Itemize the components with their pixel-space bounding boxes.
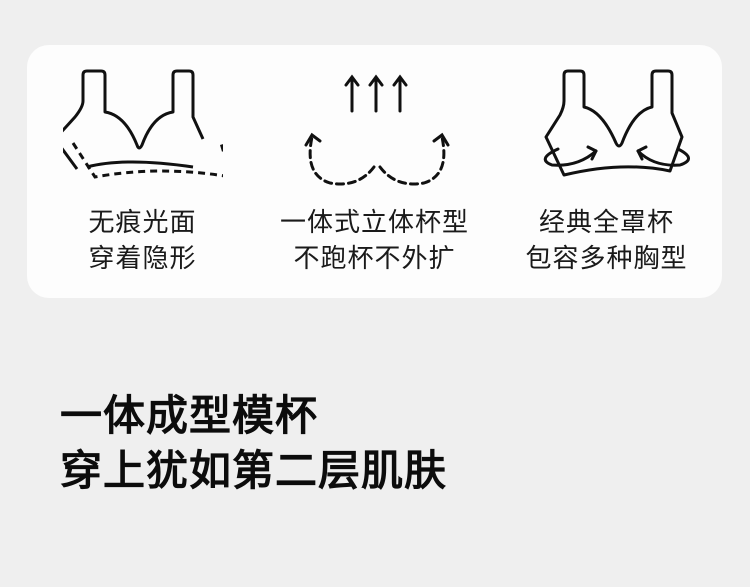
headline-line1: 一体成型模杯 [60,391,319,440]
features-card: 无痕光面 穿着隐形 一体式立体杯型 不跑杯不外扩 [27,45,722,298]
feature-lift: 一体式立体杯型 不跑杯不外扩 [259,45,490,298]
lift-cup-icon [304,74,449,186]
feature-full-coverage: 经典全罩杯 包容多种胸型 [491,45,722,298]
headline: 一体成型模杯 穿上犹如第二层肌肤 [60,388,447,498]
seamless-bra-icon [62,69,223,179]
feature-line2: 不跑杯不外扩 [293,244,456,274]
feature-line1: 一体式立体杯型 [279,208,469,238]
feature-line1: 经典全罩杯 [538,208,674,238]
feature-line2: 穿着隐形 [88,244,197,274]
full-coverage-bra-icon [543,69,690,177]
feature-seamless: 无痕光面 穿着隐形 [27,45,258,298]
headline-line2: 穿上犹如第二层肌肤 [60,446,448,495]
feature-line1: 无痕光面 [88,208,197,238]
feature-line2: 包容多种胸型 [525,244,688,274]
